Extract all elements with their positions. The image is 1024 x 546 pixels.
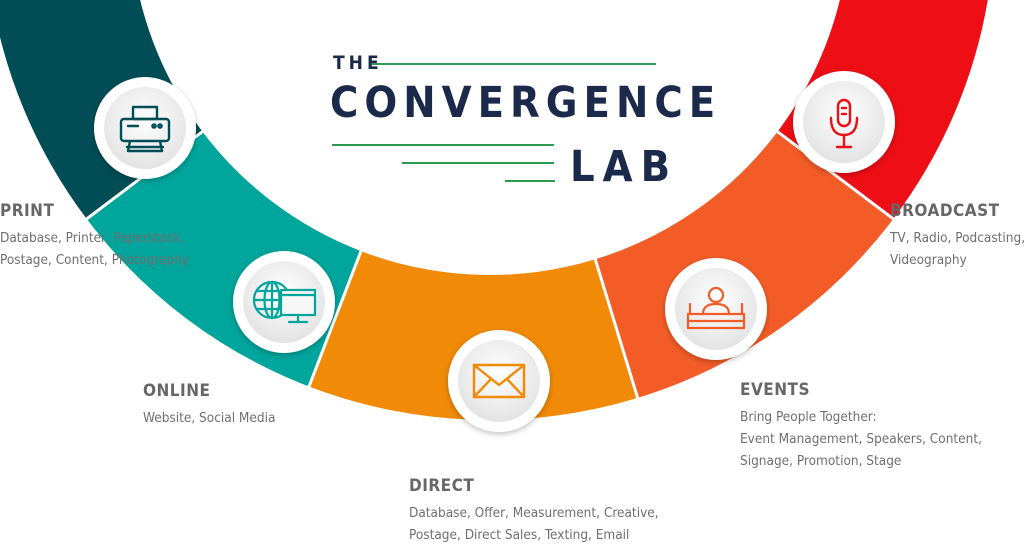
badge-broadcast — [793, 71, 895, 173]
label-events-line-3: Signage, Promotion, Stage — [740, 453, 902, 469]
segment-events — [595, 131, 894, 398]
label-direct-line-2: Postage, Direct Sales, Texting, Email — [409, 527, 630, 543]
title-rule-2 — [402, 162, 554, 164]
title-the: THE — [333, 52, 383, 74]
label-print-line-2: Postage, Content, Photography — [0, 252, 190, 268]
badge-direct — [448, 330, 550, 432]
speaker-podium-icon — [686, 286, 746, 330]
segment-separator — [775, 129, 896, 222]
label-print: PRINT Database, Printer, Paperstock, Pos… — [0, 201, 189, 271]
label-events-line-1: Bring People Together: — [740, 409, 877, 425]
badge-print — [94, 77, 196, 179]
label-broadcast: BROADCAST TV, Radio, Podcasting, Videogr… — [890, 201, 1024, 271]
label-direct-heading: DIRECT — [409, 476, 475, 496]
label-events-heading: EVENTS — [740, 380, 810, 400]
envelope-icon — [472, 363, 526, 399]
microphone-icon — [829, 98, 859, 149]
title-rule-top — [372, 63, 656, 65]
label-online-heading: ONLINE — [143, 381, 211, 401]
label-print-line-1: Database, Printer, Paperstock, — [0, 230, 185, 246]
segment-separator — [306, 248, 364, 389]
label-direct-line-1: Database, Offer, Measurement, Creative, — [409, 505, 659, 521]
label-online-line-1: Website, Social Media — [143, 410, 276, 426]
label-events-line-2: Event Management, Speakers, Content, — [740, 431, 982, 447]
label-online: ONLINE Website, Social Media — [143, 381, 275, 429]
label-broadcast-line-2: Videography — [890, 252, 967, 268]
badge-events — [665, 258, 767, 360]
title-rule-3 — [505, 180, 555, 182]
printer-icon — [119, 105, 171, 153]
title-main: CONVERGENCE — [330, 78, 722, 128]
title-lab: LAB — [570, 142, 679, 192]
title-rule-1 — [332, 144, 554, 146]
segment-direct — [309, 251, 638, 420]
label-broadcast-line-1: TV, Radio, Podcasting, — [890, 230, 1024, 246]
badge-online — [233, 251, 335, 353]
label-events: EVENTS Bring People Together: Event Mana… — [740, 380, 982, 472]
label-broadcast-heading: BROADCAST — [890, 201, 1000, 221]
segment-separator — [593, 256, 640, 401]
label-direct: DIRECT Database, Offer, Measurement, Cre… — [409, 476, 659, 546]
label-print-heading: PRINT — [0, 201, 55, 221]
globe-monitor-icon — [252, 280, 317, 324]
